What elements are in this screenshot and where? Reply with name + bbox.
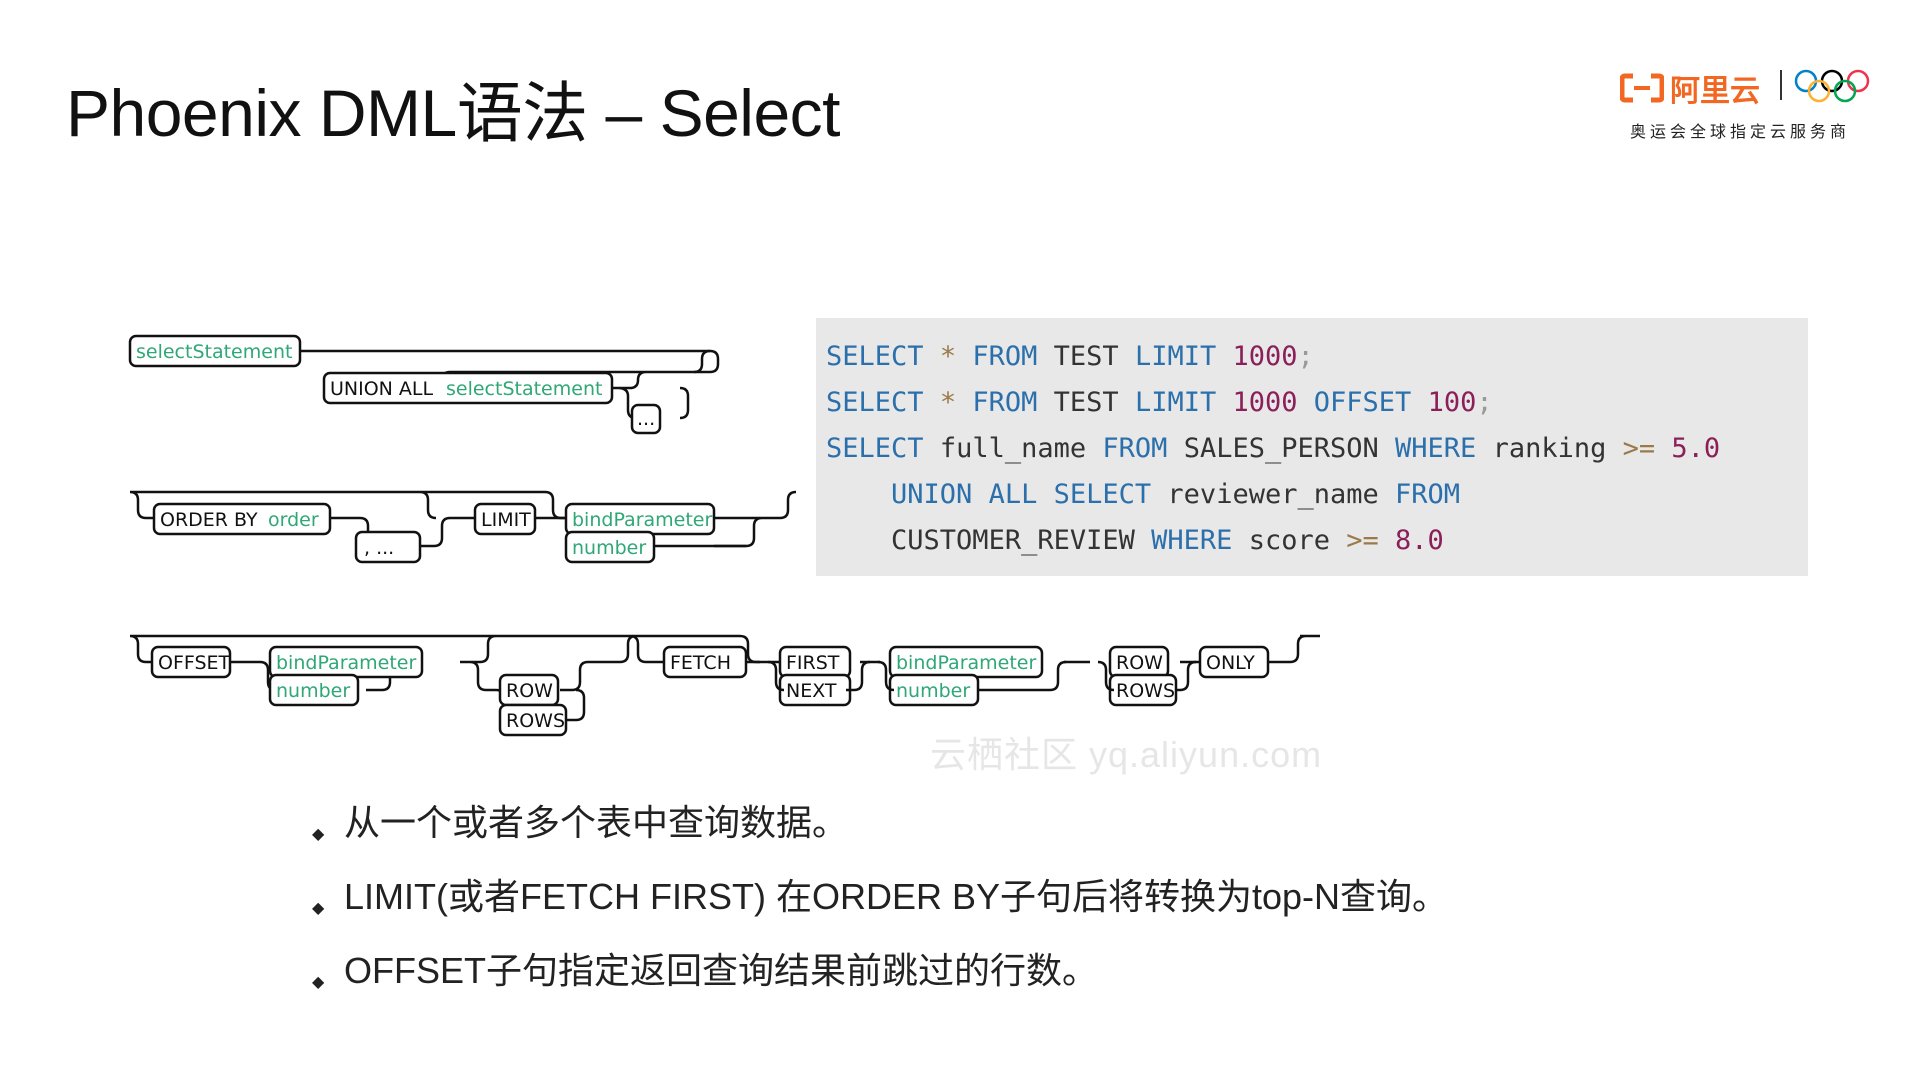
- rr-fetch-box: [662, 645, 748, 679]
- bullet-item: ◆从一个或者多个表中查询数据。: [308, 800, 1448, 874]
- code-line-5: CUSTOMER_REVIEW WHERE score >= 8.0: [891, 525, 1444, 556]
- rr-union-all-text: UNION ALL: [330, 378, 434, 400]
- rr-repeat-box: [630, 403, 662, 435]
- brand: 阿里云: [1620, 66, 1760, 110]
- rr-fetch-bind-text: bindParameter: [896, 652, 1036, 674]
- rr-offset-text: OFFSET: [158, 652, 231, 674]
- select-syntax-diagram: selectStatement UNION ALL selectStatemen…: [128, 334, 1320, 737]
- bullet-item: ◆OFFSET子句指定返回查询结果前跳过的行数。: [308, 948, 1448, 1022]
- code-line-4: UNION ALL SELECT reviewer_name FROM: [891, 479, 1461, 510]
- code-line-2: SELECT * FROM TEST LIMIT 1000 OFFSET 100…: [826, 387, 1493, 418]
- bullet-item: ◆LIMIT(或者FETCH FIRST) 在ORDER BY子句后将转换为to…: [308, 874, 1448, 948]
- code-line-3: SELECT full_name FROM SALES_PERSON WHERE…: [826, 433, 1721, 464]
- rr-offset-rows-text: ROWS: [506, 710, 565, 732]
- slide-title: Phoenix DML语法 – Select: [66, 76, 841, 150]
- logo-tagline: 奥运会全球指定云服务商: [1630, 124, 1851, 141]
- code-line-1: SELECT * FROM TEST LIMIT 1000;: [826, 341, 1314, 372]
- bullet-dot-icon: ◆: [312, 974, 325, 991]
- sql-example-code: SELECT * FROM TEST LIMIT 1000; SELECT * …: [816, 318, 1808, 576]
- logo-divider: [1780, 70, 1782, 100]
- rr-offset-row-text: ROW: [506, 680, 553, 702]
- rr-fetch-rows-text: ROWS: [1116, 680, 1175, 702]
- brand-text: 阿里云: [1670, 75, 1760, 108]
- aliyun-logo: 阿里云 奥运会全球指定云服务商: [1620, 66, 1880, 146]
- rr-repeat-text: ...: [637, 408, 655, 430]
- rr-first-text: FIRST: [786, 652, 840, 674]
- rr-offset-box: [150, 645, 232, 679]
- rr-limit-number-text: number: [572, 537, 646, 559]
- rr-order-by-box: [152, 502, 332, 536]
- rr-limit-bind-text: bindParameter: [572, 509, 712, 531]
- rr-limit-text: LIMIT: [481, 509, 531, 531]
- rr-fetch-number-text: number: [896, 680, 970, 702]
- rr-select-statement-text: selectStatement: [136, 341, 292, 363]
- bullet-dot-icon: ◆: [312, 826, 325, 843]
- olympic-rings-icon: [1794, 69, 1870, 103]
- rr-comma-repeat-box: [354, 530, 422, 564]
- rr-comma-repeat-text: , ...: [364, 537, 394, 559]
- rr-offset-number-box: [268, 673, 360, 707]
- rr-order-by-text: ORDER BY: [160, 509, 258, 531]
- rr-offset-bind-text: bindParameter: [276, 652, 416, 674]
- rr-order-text: order: [268, 509, 319, 531]
- rr-union-all-box: [322, 371, 614, 405]
- rr-fetch-text: FETCH: [670, 652, 731, 674]
- rr-offset-rows-box: [498, 703, 568, 737]
- rr-next-text: NEXT: [786, 680, 837, 702]
- rr-row-offset-fetch: OFFSET bindParameter number ROW ROWS FET…: [129, 634, 1320, 737]
- rr-union-select-text: selectStatement: [446, 378, 602, 400]
- watermark: 云栖社区 yq.aliyun.com: [930, 734, 1323, 775]
- rr-fetch-row-text: ROW: [1116, 652, 1163, 674]
- bullet-list: ◆从一个或者多个表中查询数据。 ◆LIMIT(或者FETCH FIRST) 在O…: [308, 800, 1448, 1022]
- rr-only-text: ONLY: [1206, 652, 1255, 674]
- aliyun-mark-icon: [1620, 73, 1664, 103]
- rr-row-order-limit: ORDER BY order , ... LIMIT bindParameter…: [129, 490, 797, 564]
- rr-row-select: selectStatement UNION ALL selectStatemen…: [128, 334, 720, 435]
- rr-offset-number-text: number: [276, 680, 350, 702]
- bullet-dot-icon: ◆: [312, 900, 325, 917]
